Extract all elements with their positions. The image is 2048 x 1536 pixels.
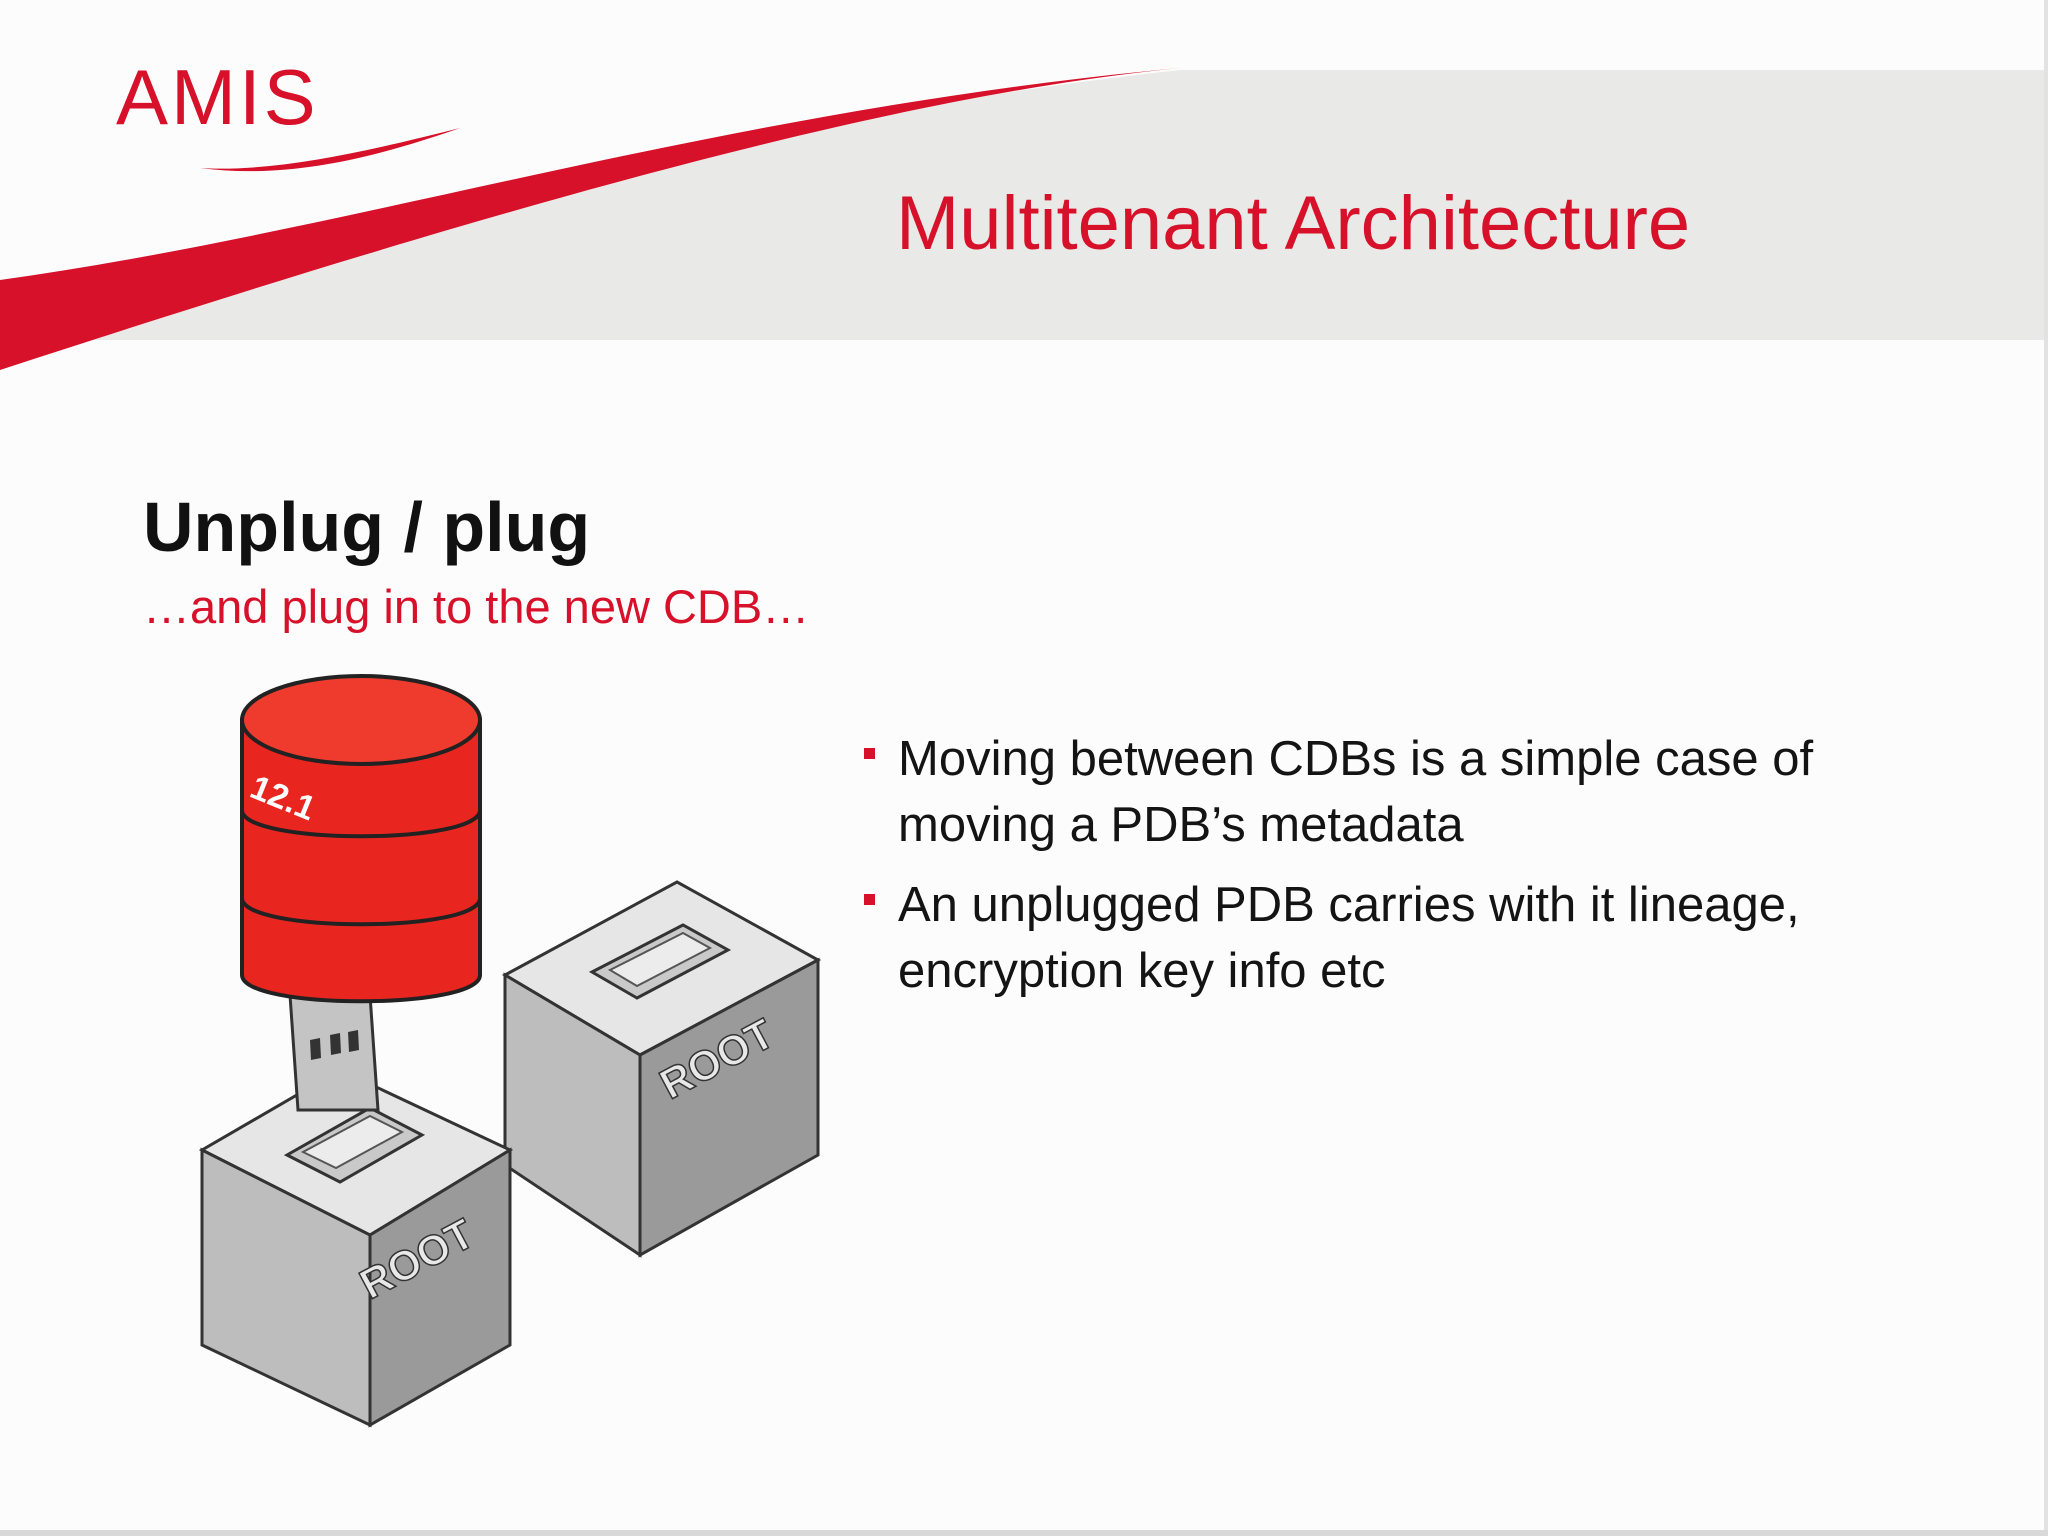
amis-logo: AMIS	[116, 53, 319, 141]
bullet-text: An unplugged PDB carries with it lineage…	[898, 878, 1800, 998]
header-banner	[0, 0, 2048, 380]
bullet-text: Moving between CDBs is a simple case of …	[898, 732, 1814, 852]
bullet-marker	[864, 894, 875, 905]
section-subheading: …and plug in to the new CDB…	[143, 580, 810, 633]
slide-title: Multitenant Architecture	[896, 181, 1691, 266]
unplug-plug-illustration: ROOT ROOT 12.1	[198, 674, 822, 1428]
bullet-list: Moving between CDBs is a simple case of …	[860, 726, 1980, 1018]
slide-edge	[2044, 0, 2048, 1536]
section-heading: Unplug / plug	[143, 488, 591, 566]
slide-footer-bar	[0, 1530, 2048, 1536]
list-item: Moving between CDBs is a simple case of …	[860, 726, 1980, 858]
logo-swoosh	[200, 128, 460, 172]
database-cylinder: 12.1	[240, 674, 482, 1004]
list-item: An unplugged PDB carries with it lineage…	[860, 872, 1980, 1004]
usb-connector	[288, 993, 380, 1112]
root-container-back: ROOT	[501, 880, 822, 1258]
bullet-marker	[864, 748, 875, 759]
root-container-front: ROOT	[198, 1068, 514, 1428]
